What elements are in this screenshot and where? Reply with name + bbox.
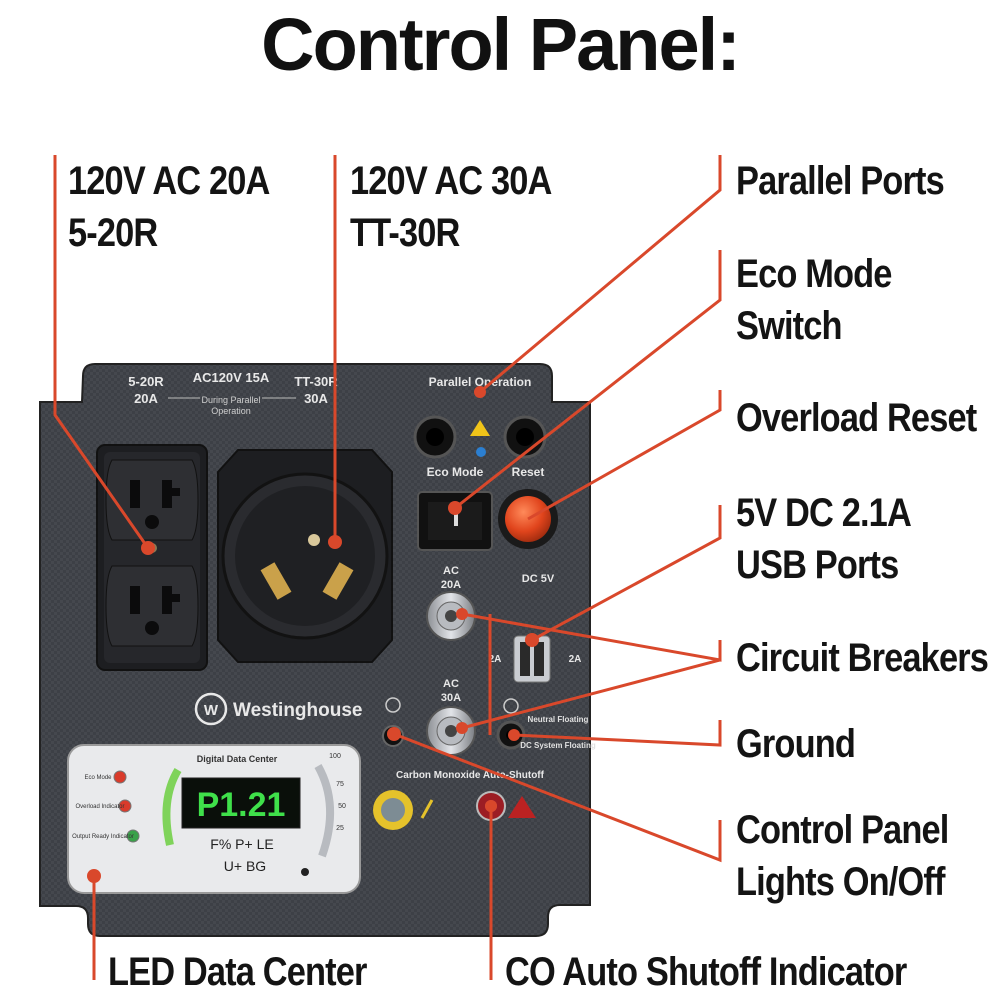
duplex-outlet-5-20r [96, 444, 208, 671]
breaker2-top-text: AC [443, 678, 459, 690]
parallel-port-right[interactable] [503, 415, 547, 459]
scale-75: 75 [336, 781, 344, 788]
dc-system-text: DC System Floating [520, 741, 596, 750]
callout-ground: Ground [736, 722, 856, 766]
digital-data-center-text: Digital Data Center [197, 754, 278, 764]
scale-100: 100 [329, 753, 341, 760]
usb-left-text: 2A [489, 654, 502, 665]
usb-right-text: 2A [569, 654, 582, 665]
display-icons-row1: F% P+ LE [210, 836, 273, 852]
scale-25: 25 [336, 825, 344, 832]
led-row2-text: Overload Indicator [75, 804, 124, 810]
breaker1-bottom-text: 20A [441, 579, 461, 591]
outlet-left-bottom-text: 20A [134, 391, 158, 406]
led-data-center: Eco Mode Overload Indicator Output Ready… [67, 744, 361, 894]
callout-led-data-center: LED Data Center [108, 950, 367, 994]
outlet-right-top-text: TT-30R [294, 374, 338, 389]
callout-parallel-ports: Parallel Ports [736, 159, 945, 203]
eco-mode-switch[interactable] [417, 491, 493, 551]
parallel-operation-text: Parallel Operation [429, 375, 532, 389]
co-sensor-icon [373, 790, 413, 830]
info-icon [476, 447, 486, 457]
co-label-text: Carbon Monoxide Auto-Shutoff [396, 770, 545, 781]
callout-lines [53, 155, 722, 980]
callout-overload-reset: Overload Reset [736, 396, 977, 440]
parallel-note-2: Operation [211, 406, 251, 416]
display-icons-row2: U+ BG [224, 858, 266, 874]
led-row3-text: Output Ready Indicator [72, 834, 134, 840]
breaker1-top-text: AC [443, 565, 459, 577]
co-warning-icon [508, 796, 536, 818]
svg-text:W: W [204, 702, 219, 719]
callout-dots [87, 386, 539, 883]
usb-ports [513, 635, 551, 683]
warning-icon [470, 420, 490, 436]
outlet-right-bottom-text: 30A [304, 391, 328, 406]
callout-co-indicator: CO Auto Shutoff Indicator [505, 950, 907, 994]
neutral-text: Neutral Floating [528, 715, 589, 724]
outlet-left-top-text: 5-20R [128, 374, 164, 389]
reset-text: Reset [512, 465, 545, 479]
page-title: Control Panel: [261, 3, 741, 86]
dc-5v-text: DC 5V [522, 573, 555, 585]
tt30r-outlet [217, 449, 393, 663]
ground-icon [503, 698, 519, 714]
parallel-note-1: During Parallel [201, 395, 260, 405]
brand-text: Westinghouse [233, 700, 363, 721]
ac-rating-text: AC120V 15A [193, 370, 270, 385]
westinghouse-logo: W Westinghouse [194, 692, 363, 726]
scale-50: 50 [338, 803, 346, 810]
circuit-breaker-20a[interactable] [426, 591, 476, 641]
led-row1-text: Eco Mode [84, 775, 112, 781]
eco-mode-text: Eco Mode [427, 465, 484, 479]
breaker2-bottom-text: 30A [441, 692, 461, 704]
callout-circuit-breakers: Circuit Breakers [736, 636, 989, 680]
light-icon [385, 697, 401, 713]
parallel-port-left[interactable] [413, 415, 457, 459]
circuit-breaker-30a[interactable] [426, 706, 476, 756]
digital-display-value: P1.21 [197, 786, 286, 824]
